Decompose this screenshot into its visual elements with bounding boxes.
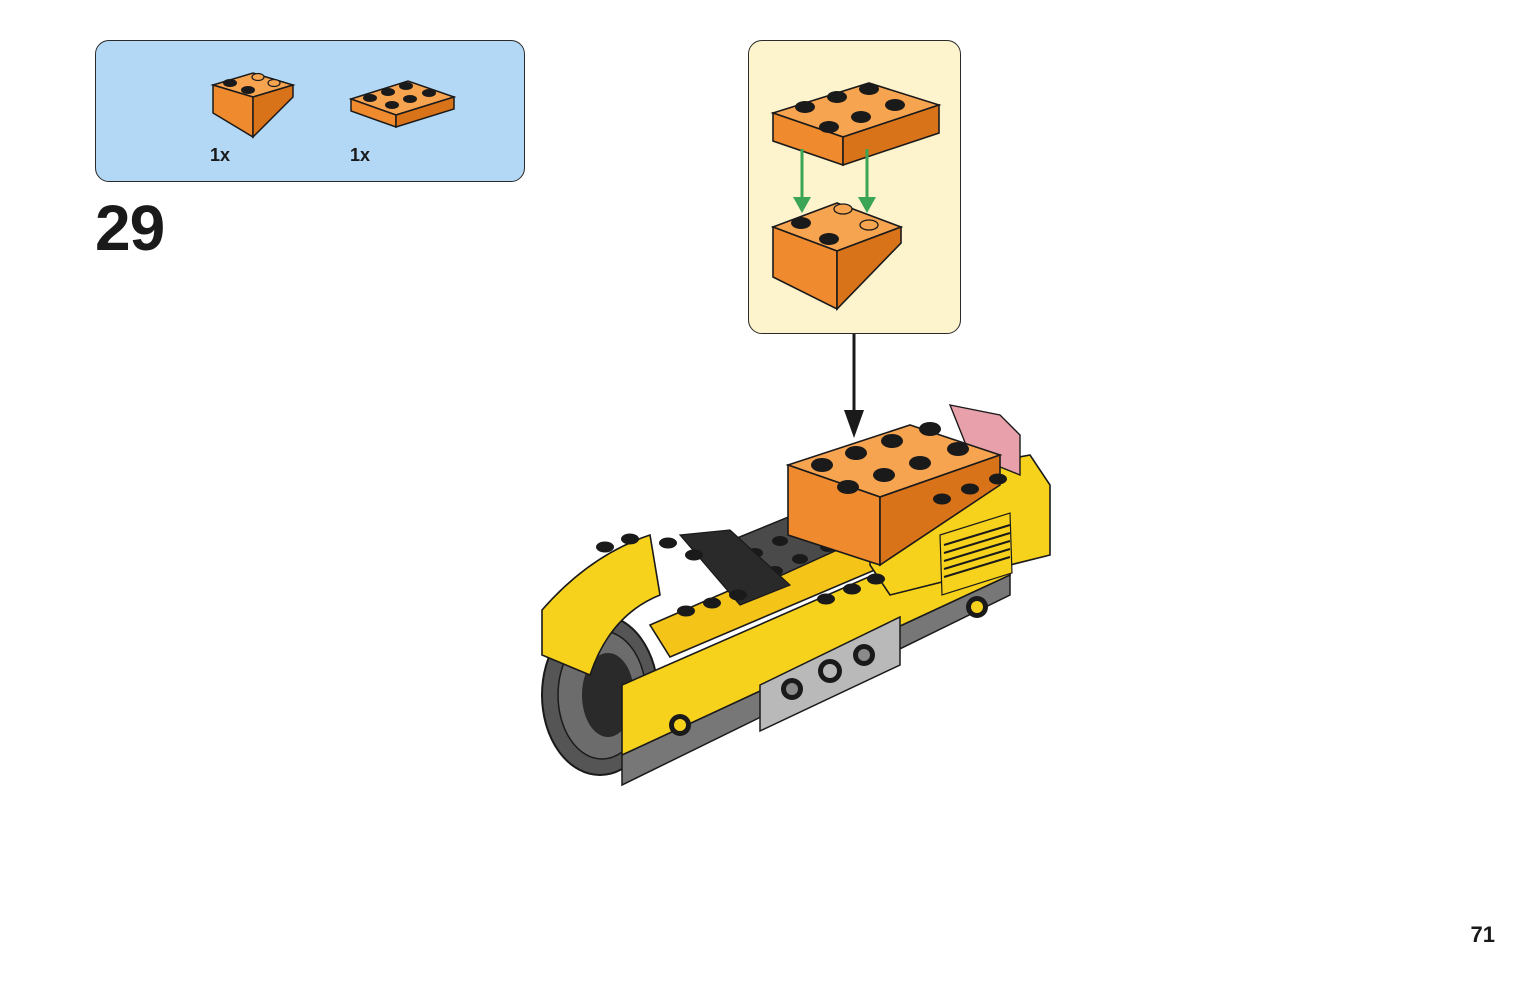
inverted-slope-brick-icon: [208, 63, 298, 141]
orange-assembly: [785, 422, 1003, 567]
parts-list-box: 1x 1x: [95, 40, 525, 182]
placement-arrow-icon: [842, 334, 866, 444]
plate-brick-icon: [346, 71, 458, 131]
subassembly-callout: [748, 40, 961, 334]
vehicle-model: [530, 395, 1060, 795]
step-number: 29: [95, 192, 165, 264]
page-number: 71: [1470, 922, 1495, 947]
inverted-slope-brick-icon: [770, 202, 904, 311]
vent-grille-icon: [939, 512, 1013, 596]
guide-arrow-icon: [793, 149, 876, 213]
plate-brick-icon: [770, 82, 942, 167]
part-quantity: 1x: [210, 145, 231, 165]
part-quantity: 1x: [350, 145, 371, 165]
